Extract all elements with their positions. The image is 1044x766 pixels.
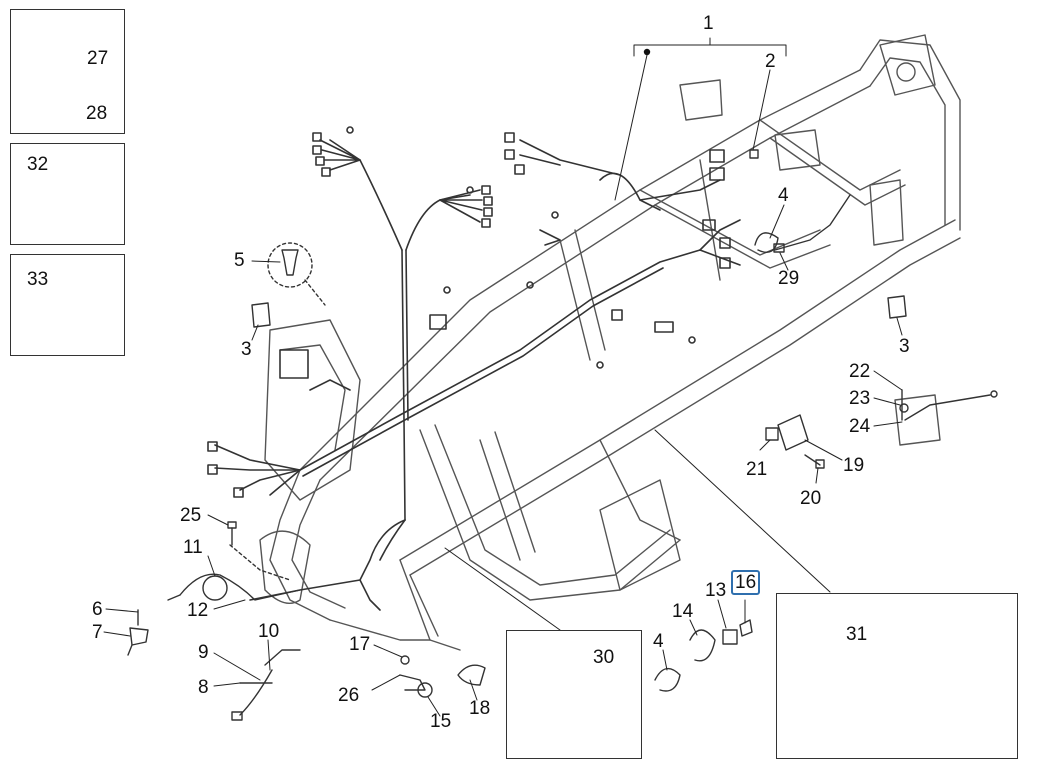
- part-label-20[interactable]: 20: [800, 488, 822, 509]
- leader-lines: [46, 37, 903, 717]
- part-label-19[interactable]: 19: [843, 455, 865, 476]
- part-label-1[interactable]: 1: [703, 13, 714, 34]
- part-label-30[interactable]: 30: [593, 647, 615, 668]
- part-label-32[interactable]: 32: [27, 154, 49, 175]
- part-label-15[interactable]: 15: [430, 711, 452, 732]
- part-label-4[interactable]: 4: [653, 631, 664, 652]
- inset-box-32: [10, 143, 125, 245]
- part-label-2[interactable]: 2: [765, 51, 776, 72]
- part-label-12[interactable]: 12: [187, 600, 209, 621]
- part-label-9[interactable]: 9: [198, 642, 209, 663]
- wiring-harness-drawing: [207, 126, 741, 611]
- inset-box-30: [506, 630, 642, 759]
- part-label-21[interactable]: 21: [746, 459, 768, 480]
- inset-box-27-28: [10, 9, 125, 134]
- part-label-7[interactable]: 7: [92, 622, 103, 643]
- part-label-13[interactable]: 13: [705, 580, 727, 601]
- part-label-3[interactable]: 3: [241, 339, 252, 360]
- part-label-5[interactable]: 5: [234, 250, 245, 271]
- part-label-14[interactable]: 14: [672, 601, 694, 622]
- part-label-17[interactable]: 17: [349, 634, 371, 655]
- part-label-28[interactable]: 28: [86, 103, 108, 124]
- part-label-33[interactable]: 33: [27, 269, 49, 290]
- inset-box-33: [10, 254, 125, 356]
- part-label-23[interactable]: 23: [849, 388, 871, 409]
- part-label-31[interactable]: 31: [846, 624, 868, 645]
- part-label-11[interactable]: 11: [183, 537, 203, 558]
- part-label-18[interactable]: 18: [469, 698, 491, 719]
- part-label-16[interactable]: 16: [731, 570, 761, 595]
- part-label-3[interactable]: 3: [899, 336, 910, 357]
- part-label-22[interactable]: 22: [849, 361, 871, 382]
- part-label-27[interactable]: 27: [87, 48, 109, 69]
- part-label-26[interactable]: 26: [338, 685, 360, 706]
- part-label-4[interactable]: 4: [778, 185, 789, 206]
- part-label-10[interactable]: 10: [258, 621, 280, 642]
- part-label-24[interactable]: 24: [849, 416, 871, 437]
- part-label-6[interactable]: 6: [92, 599, 103, 620]
- frame-drawing: [259, 34, 961, 651]
- part-label-29[interactable]: 29: [778, 268, 800, 289]
- inset-box-31: [776, 593, 1018, 759]
- part-label-25[interactable]: 25: [180, 505, 202, 526]
- part-label-8[interactable]: 8: [198, 677, 209, 698]
